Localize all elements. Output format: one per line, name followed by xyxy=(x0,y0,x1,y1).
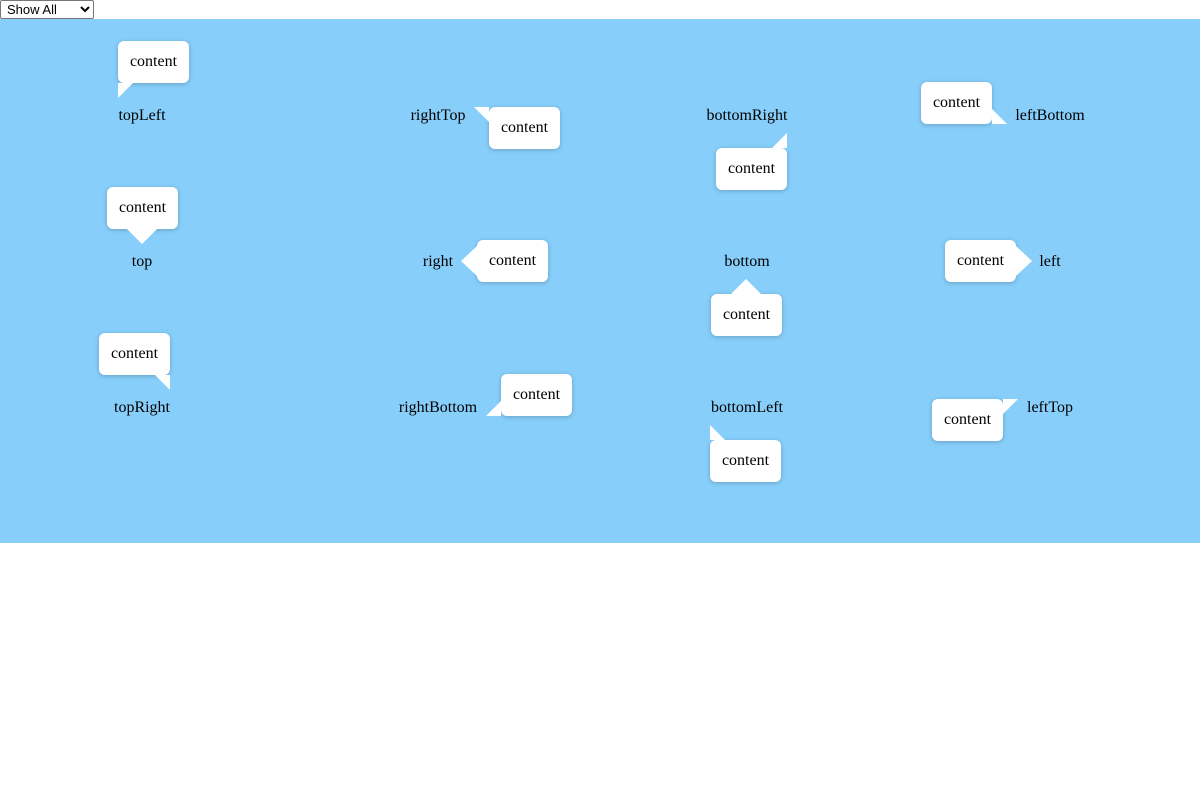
tooltip-demo-area: topLeft content rightTop content bottomR… xyxy=(0,19,1200,543)
tooltip-arrow-rightBottom xyxy=(486,401,501,416)
tooltip-arrow-leftBottom xyxy=(992,109,1007,124)
tooltip-arrow-top xyxy=(127,229,157,244)
anchor-top[interactable]: top xyxy=(131,253,153,270)
anchor-leftTop[interactable]: leftTop xyxy=(1027,399,1073,416)
tooltip-leftTop: content xyxy=(932,399,1003,441)
anchor-left[interactable]: left xyxy=(1039,253,1061,270)
tooltip-right: content xyxy=(477,240,548,282)
tooltip-bottomRight: content xyxy=(716,148,787,190)
anchor-rightTop[interactable]: rightTop xyxy=(410,107,466,124)
tooltip-bottom: content xyxy=(711,294,782,336)
tooltip-arrow-left xyxy=(1016,246,1032,276)
tooltip-arrow-bottomLeft xyxy=(710,425,725,440)
tooltip-left: content xyxy=(945,240,1016,282)
tooltip-bottomLeft: content xyxy=(710,440,781,482)
anchor-leftBottom[interactable]: leftBottom xyxy=(1015,107,1085,124)
tooltip-arrow-bottom xyxy=(731,279,761,294)
anchor-bottomRight[interactable]: bottomRight xyxy=(706,107,788,124)
tooltip-topLeft: content xyxy=(118,41,189,83)
anchor-bottomLeft[interactable]: bottomLeft xyxy=(711,399,783,416)
anchor-bottom[interactable]: bottom xyxy=(724,253,770,270)
show-mode-select[interactable]: Show All xyxy=(0,0,94,19)
anchor-right[interactable]: right xyxy=(422,253,454,270)
tooltip-arrow-right xyxy=(461,246,477,276)
tooltip-rightTop: content xyxy=(489,107,560,149)
anchor-topRight[interactable]: topRight xyxy=(113,399,171,416)
anchor-topLeft[interactable]: topLeft xyxy=(118,107,166,124)
tooltip-top: content xyxy=(107,187,178,229)
tooltip-topRight: content xyxy=(99,333,170,375)
anchor-rightBottom[interactable]: rightBottom xyxy=(398,399,478,416)
tooltip-arrow-leftTop xyxy=(1003,399,1018,414)
tooltip-arrow-bottomRight xyxy=(772,133,787,148)
tooltip-arrow-topRight xyxy=(155,375,170,390)
tooltip-rightBottom: content xyxy=(501,374,572,416)
tooltip-arrow-topLeft xyxy=(118,83,133,98)
tooltip-arrow-rightTop xyxy=(474,107,489,122)
tooltip-leftBottom: content xyxy=(921,82,992,124)
